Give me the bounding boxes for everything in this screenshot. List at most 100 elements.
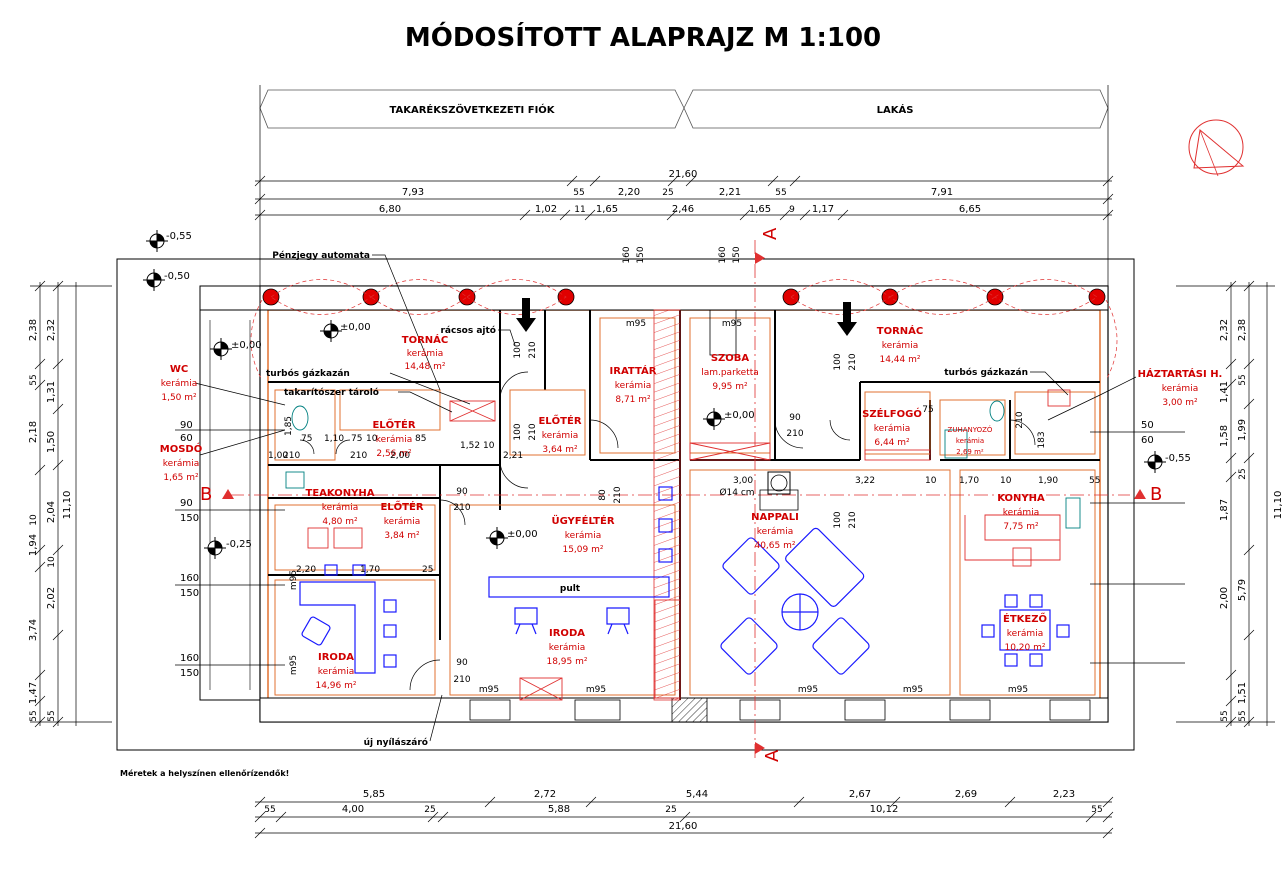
dim-bot-r2-2: 25	[424, 805, 435, 815]
dim-left-i-2: 1,50	[46, 431, 57, 453]
interior-dim: 150	[180, 668, 199, 679]
counter	[488, 576, 670, 598]
shower-icon	[944, 429, 968, 459]
entrance-arrow-icon-2	[837, 302, 857, 336]
dim-right-i-5: 55	[1220, 710, 1230, 721]
dining-table-icon	[999, 609, 1051, 651]
interior-dim: 1,90	[1038, 476, 1058, 486]
chair-icon	[658, 518, 673, 533]
room-label: ELŐTÉR kerámia 2,56 m²	[372, 417, 415, 459]
office-desk	[299, 581, 376, 674]
room-name: HÁZTARTÁSI H.	[1138, 367, 1223, 380]
chair-icon	[324, 564, 338, 576]
dim-bot-r2-5: 10,12	[870, 804, 899, 815]
dim-bot-r1-5: 2,23	[1053, 789, 1075, 800]
room-floor: kerámia	[1162, 384, 1198, 394]
room-label: SZÉLFOGÓ kerámia 6,44 m²	[862, 407, 922, 448]
room-name: ÉTKEZŐ	[1003, 611, 1047, 625]
dim-left-o-0: 2,38	[28, 319, 39, 341]
room-name: ÜGYFÉLTÉR	[551, 513, 614, 527]
door-label: 210	[786, 429, 803, 439]
chair-icon	[352, 564, 366, 576]
dim-left-i-5: 2,02	[46, 587, 57, 609]
room-label: kerámia 2,69 m²	[956, 437, 984, 456]
door-label: 100	[833, 511, 843, 528]
opening-label: m95	[479, 685, 499, 695]
dim-right-o-6: 55	[1238, 710, 1248, 721]
door-label: 210	[1015, 411, 1025, 428]
room-floor: kerámia	[542, 431, 578, 441]
dim-right-o-5: 1,51	[1237, 682, 1248, 704]
door-label: 100	[513, 423, 523, 440]
callout-takarito: takarítószer tároló	[284, 387, 379, 398]
room-floor: lam.parketta	[701, 368, 759, 378]
door-label: 90	[456, 658, 468, 668]
dim-left-i-4: 10	[47, 556, 57, 568]
dim-bot-r1-2: 5,44	[686, 789, 708, 800]
level-marker-icon: ±0,00	[210, 338, 262, 360]
room-name: SZOBA	[711, 353, 750, 364]
room-area: 6,44 m²	[874, 438, 910, 448]
room-label: ELŐTÉR kerámia 3,64 m²	[538, 413, 581, 455]
dim-right-i-1: 1,41	[1219, 381, 1230, 403]
dim-left-i-3: 2,04	[46, 501, 57, 523]
opening-label: 150	[636, 246, 646, 263]
level-2: ±0,00	[340, 322, 371, 333]
dim-right-o-4: 5,79	[1237, 579, 1248, 601]
dim-top-r2-5: 55	[775, 188, 786, 198]
interior-dim: 25	[422, 565, 433, 575]
room-name: WC	[170, 364, 188, 375]
interior-dim: 60	[1141, 435, 1154, 446]
room-area: 9,95 m²	[712, 382, 748, 392]
level-marker-icon: ±0,00	[703, 408, 755, 430]
interior-dim: 3,22	[855, 476, 875, 486]
dim-left-i-1: 1,31	[46, 381, 57, 403]
chair-icon	[658, 486, 673, 501]
dim-right-i-4: 2,00	[1219, 587, 1230, 609]
door-label: 210	[613, 486, 623, 503]
dim-right-i-2: 1,58	[1219, 425, 1230, 447]
opening-label: 160	[622, 246, 632, 263]
interior-dim: 90	[180, 498, 193, 509]
chair-icon	[658, 548, 673, 563]
kitchen-counter	[964, 514, 1061, 561]
office-chair-icon	[606, 607, 630, 635]
door-label: 75	[922, 405, 933, 415]
room-label: TORNÁC kerámia 14,48 m²	[402, 333, 448, 372]
opening-labels: 160 150 160 150 m95 m95 m95 m95 m95 m95 …	[289, 246, 1028, 695]
room-area: 2,69 m²	[956, 448, 984, 456]
door-label: 210	[848, 353, 858, 370]
room-name: TEAKONYHA	[306, 488, 375, 499]
room-label: TEAKONYHA kerámia 4,80 m²	[306, 488, 375, 527]
level-marker-icon: -0,55	[146, 230, 192, 252]
room-floor: kerámia	[163, 459, 199, 469]
dim-right-total: 11,10	[1273, 491, 1284, 520]
room-labels: TORNÁC kerámia 14,48 m² WC kerámia 1,50 …	[160, 324, 1223, 691]
dim-left-i-0: 2,32	[46, 319, 57, 341]
interior-dim: 60	[180, 433, 193, 444]
room-area: 14,96 m²	[315, 681, 356, 691]
interior-dim: 210	[283, 451, 300, 461]
chair-icon	[1004, 653, 1018, 667]
interior-dims: 75 1,10 75 10 85 1,52 10 2,21 2,20 1,70 …	[180, 416, 1154, 679]
entrance-arrow-icon-1	[516, 298, 536, 332]
room-name: TORNÁC	[877, 324, 923, 337]
room-area: 1,65 m²	[163, 473, 199, 483]
chair-icon	[1029, 653, 1043, 667]
interior-dim: 2,00	[390, 451, 410, 461]
dim-bot-r2-0: 55	[264, 805, 275, 815]
opening-label: m95	[1008, 685, 1028, 695]
interior-dim: 55	[1089, 476, 1100, 486]
room-label: IRATTÁR kerámia 8,71 m²	[610, 364, 657, 405]
level-0: -0,55	[166, 231, 192, 242]
interior-dim: 75	[301, 434, 312, 444]
room-name: MOSDÓ	[160, 442, 202, 455]
dim-right-o-0: 2,38	[1237, 319, 1248, 341]
stove-icon	[307, 527, 329, 549]
sanitary	[285, 400, 1081, 529]
leader-lines	[194, 254, 1137, 742]
radiator-icon	[689, 442, 771, 461]
door-label: 210	[453, 503, 470, 513]
boiler-icon	[519, 677, 563, 701]
